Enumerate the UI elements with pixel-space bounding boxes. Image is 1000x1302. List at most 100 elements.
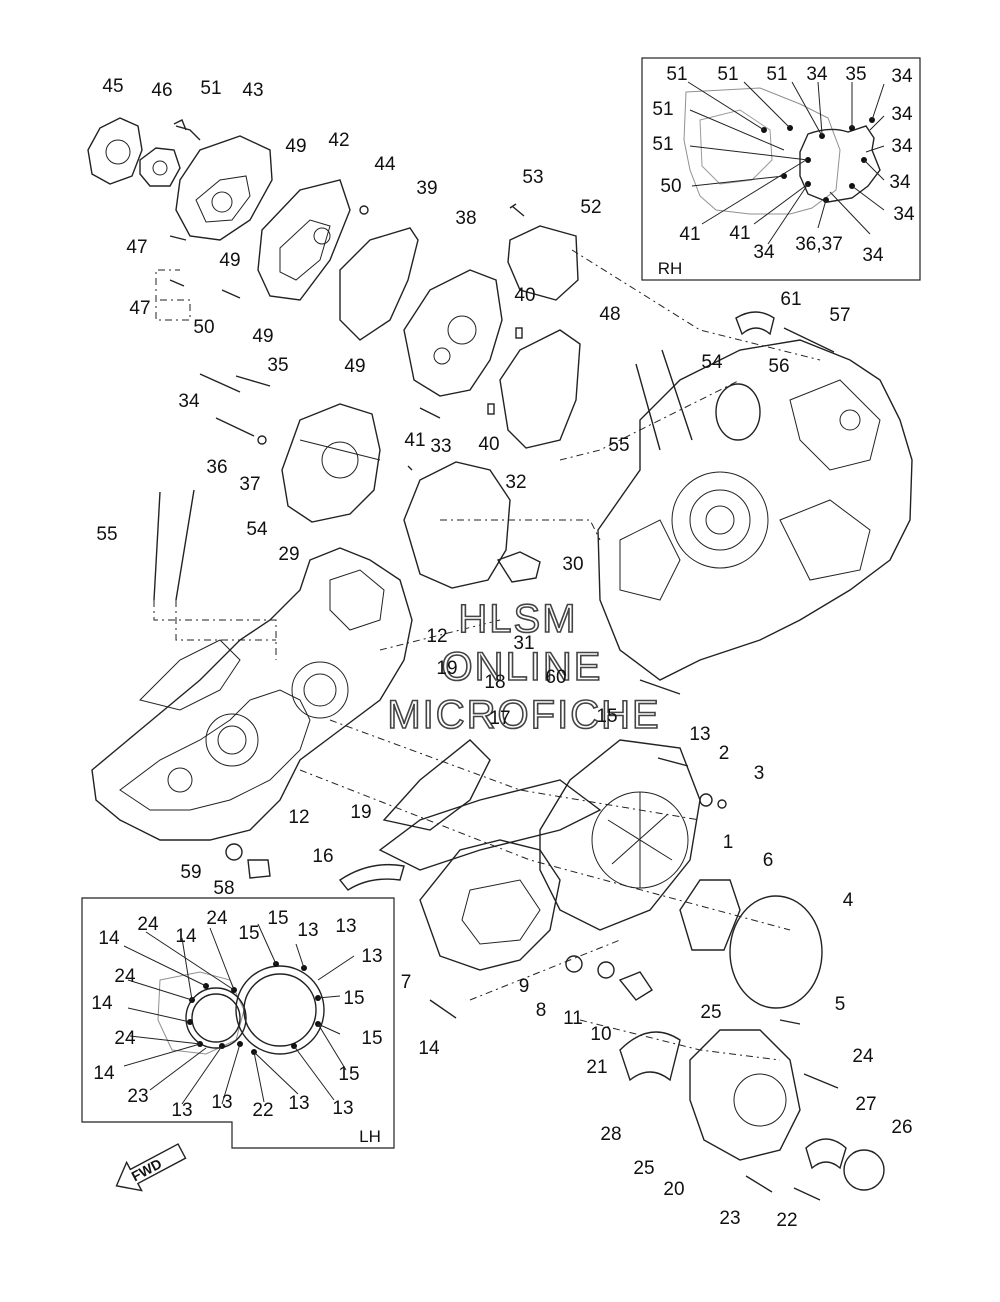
watermark: HLSM ONLINE MICROFICHE (387, 596, 660, 738)
main-callout-1: 46 (151, 80, 172, 101)
watermark-line1: HLSM (458, 597, 577, 641)
main-callout-36: 31 (513, 633, 534, 654)
watermark-line2: ONLINE (442, 645, 603, 689)
rh-callout-8: 51 (652, 134, 673, 155)
lh-callout-6: 14 (175, 926, 197, 947)
main-callout-24: 34 (178, 391, 200, 412)
fwd-arrow: FWD (115, 1143, 187, 1192)
alignment-lines (153, 249, 821, 1061)
main-callout-53: 59 (180, 862, 201, 883)
right-crankcase (597, 339, 913, 681)
fwd-label: FWD (129, 1155, 165, 1184)
main-callout-48: 4 (843, 890, 854, 911)
lh-callout-21: 13 (332, 1098, 353, 1119)
main-callout-46: 1 (723, 832, 734, 853)
main-callout-58: 11 (563, 1008, 583, 1029)
main-callout-21: 54 (701, 352, 723, 373)
main-callout-70: 22 (776, 1210, 797, 1231)
rh-callout-12: 41 (679, 224, 700, 245)
main-callout-51: 19 (350, 802, 371, 823)
main-callout-4: 49 (285, 136, 306, 157)
rh-callout-11: 34 (889, 172, 911, 193)
main-callout-17: 40 (514, 285, 535, 306)
main-callout-40: 60 (545, 667, 566, 688)
main-callout-65: 26 (891, 1117, 912, 1138)
main-callout-59: 10 (590, 1024, 611, 1045)
main-callout-20: 57 (829, 305, 850, 326)
lh-callout-8: 24 (114, 966, 136, 987)
main-callout-31: 32 (505, 472, 526, 493)
main-callout-52: 16 (312, 846, 333, 867)
main-callout-33: 54 (246, 519, 268, 540)
lh-callout-20: 13 (288, 1093, 309, 1114)
watermark-line3: MICROFICHE (387, 693, 660, 737)
main-callout-23: 35 (267, 355, 288, 376)
main-callout-32: 55 (96, 524, 117, 545)
main-callout-27: 41 (404, 430, 425, 451)
main-callout-41: 17 (489, 708, 510, 729)
main-callout-37: 12 (426, 626, 447, 647)
main-callout-54: 58 (213, 878, 234, 899)
lh-callout-14: 14 (93, 1063, 115, 1084)
main-callout-61: 25 (700, 1002, 721, 1023)
upper-left-parts (87, 117, 579, 397)
lh-callout-7: 13 (361, 946, 382, 967)
rh-callout-2: 51 (766, 64, 787, 85)
main-callout-56: 9 (519, 976, 530, 997)
lh-callout-10: 14 (91, 993, 113, 1014)
main-callout-50: 12 (288, 807, 309, 828)
main-callout-39: 18 (484, 672, 505, 693)
main-callout-63: 21 (586, 1057, 607, 1078)
lh-callout-9: 15 (238, 923, 259, 944)
lh-callout-18: 13 (211, 1092, 232, 1113)
main-callout-28: 33 (430, 436, 451, 457)
lh-callout-11: 15 (343, 988, 364, 1009)
main-callout-13: 47 (129, 298, 150, 319)
main-callout-8: 38 (455, 208, 476, 229)
main-callout-34: 29 (278, 544, 299, 565)
rh-inset (641, 57, 921, 281)
main-callout-47: 6 (763, 850, 774, 871)
lh-callout-2: 15 (267, 908, 288, 929)
main-callout-45: 3 (754, 763, 765, 784)
rh-callout-16: 34 (753, 242, 775, 263)
main-callout-57: 8 (536, 1000, 547, 1021)
rh-callout-10: 50 (660, 176, 681, 197)
lh-callout-17: 13 (171, 1100, 192, 1121)
lh-callout-0: 24 (137, 914, 159, 935)
main-callout-22: 56 (768, 356, 789, 377)
lh-callout-5: 14 (98, 928, 120, 949)
lh-callout-1: 24 (206, 908, 228, 929)
rh-callout-1: 51 (717, 64, 738, 85)
main-callout-49: 5 (835, 994, 846, 1015)
main-callout-26: 37 (239, 474, 260, 495)
lh-callout-3: 13 (297, 920, 318, 941)
lh-inset-title: LH (359, 1127, 381, 1146)
rh-inset-title: RH (658, 259, 683, 278)
mid-left-parts (153, 311, 835, 601)
lh-callout-16: 23 (127, 1086, 148, 1107)
rh-callout-14: 41 (729, 223, 750, 244)
main-callout-25: 36 (206, 457, 227, 478)
lh-callout-15: 15 (338, 1064, 359, 1085)
main-callout-44: 2 (719, 743, 730, 764)
main-callout-62: 24 (852, 1046, 874, 1067)
main-callout-2: 51 (200, 78, 221, 99)
main-callout-55: 7 (401, 972, 412, 993)
main-callout-60: 14 (418, 1038, 440, 1059)
main-callout-9: 53 (522, 167, 543, 188)
main-callout-67: 25 (633, 1158, 654, 1179)
main-callout-5: 42 (328, 130, 349, 151)
main-callout-66: 28 (600, 1124, 621, 1145)
lower-parts (225, 679, 885, 1201)
lh-callout-4: 13 (335, 916, 356, 937)
main-callout-42: 15 (596, 706, 617, 727)
main-callout-3: 43 (242, 80, 263, 101)
left-crankcase (91, 547, 413, 841)
main-callout-43: 13 (689, 724, 710, 745)
main-callout-18: 48 (599, 304, 620, 325)
main-callout-68: 20 (663, 1179, 684, 1200)
